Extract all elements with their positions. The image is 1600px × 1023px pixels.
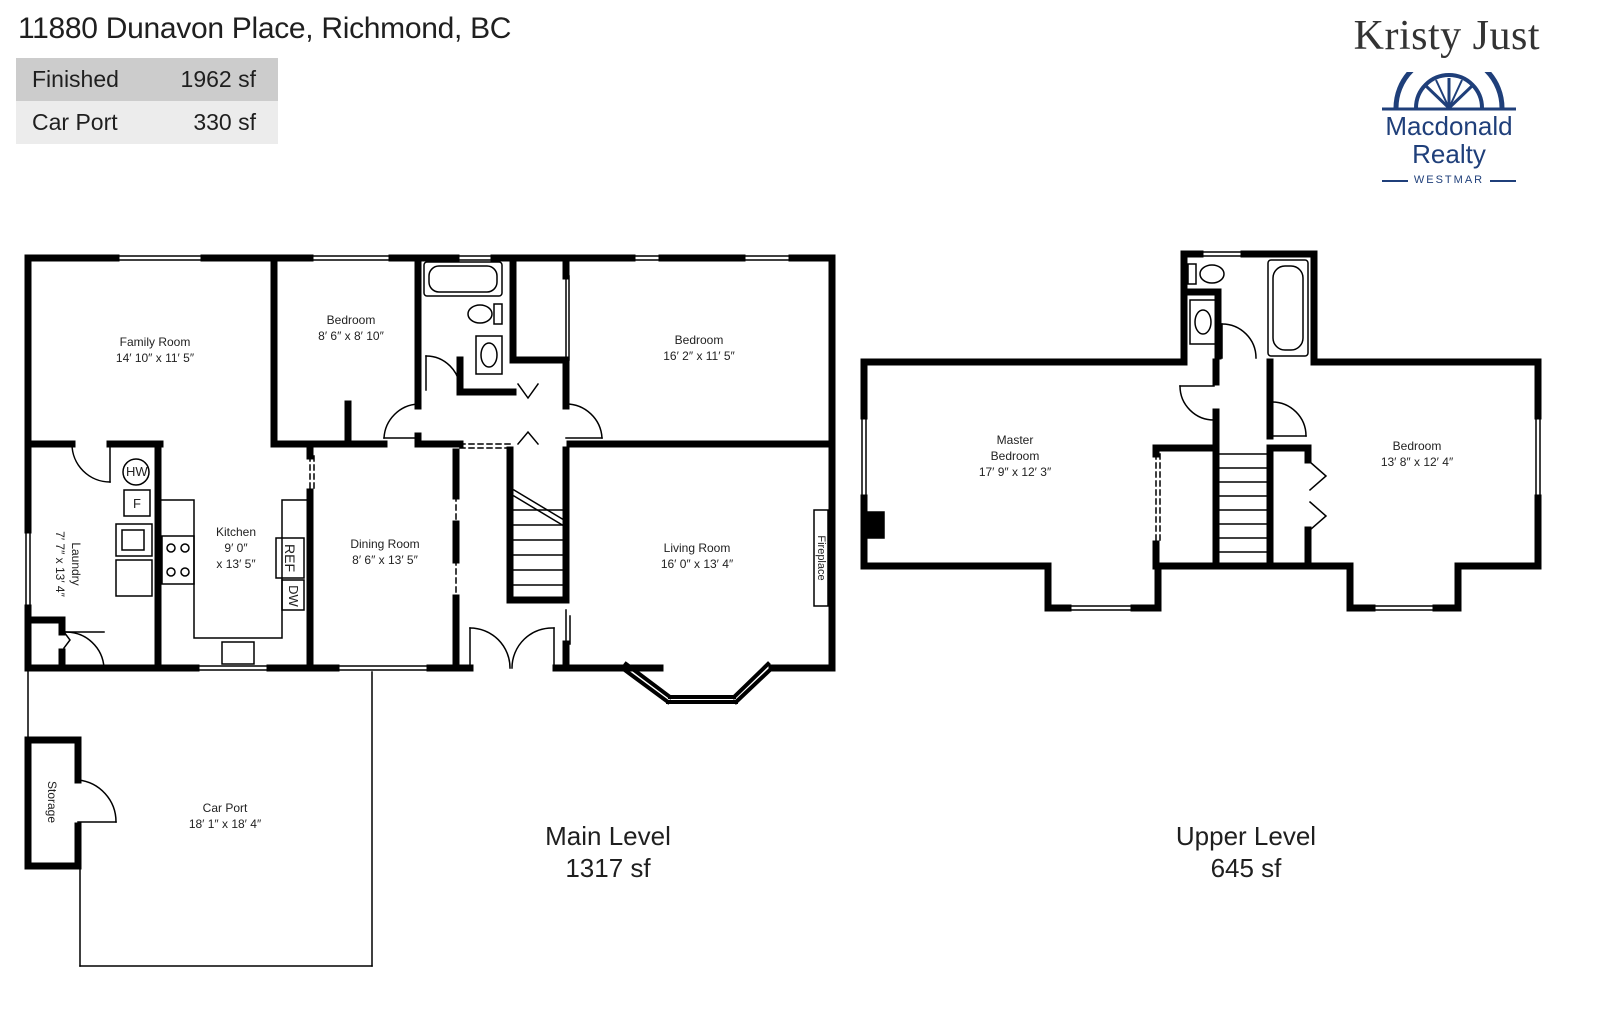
dishwasher-label: DW — [286, 585, 301, 607]
room-dims: 8′ 6″ x 8′ 10″ — [318, 329, 384, 343]
room-dims: 16′ 0″ x 13′ 4″ — [660, 557, 734, 571]
room-dims: 7′ 7″ x 13′ 4″ — [53, 531, 67, 597]
area-label: Car Port — [32, 109, 118, 135]
area-summary-table: Finished 1962 sf Car Port 330 sf — [16, 58, 278, 144]
page-title: 11880 Dunavon Place, Richmond, BC — [18, 12, 512, 45]
bay-window — [619, 661, 775, 705]
openings — [309, 443, 1161, 599]
room-name: Bedroom — [990, 449, 1040, 463]
area-row-finished: Finished 1962 sf — [16, 58, 278, 101]
carport-outline — [27, 609, 571, 967]
room-dims: 16′ 2″ x 11′ 5″ — [663, 349, 735, 363]
area-value: 1962 sf — [180, 66, 256, 92]
room-name: Bedroom — [1392, 439, 1442, 453]
room-name: Bedroom — [674, 333, 724, 347]
kitchen-fixtures — [115, 458, 885, 665]
brand-line-1: Macdonald — [1385, 111, 1513, 141]
room-dims: 8′ 6″ x 13′ 5″ — [352, 553, 418, 567]
room-living-room: Living Room 16′ 0″ x 13′ 4″ — [642, 540, 752, 572]
main-bath-fixtures — [423, 261, 503, 375]
level-area: 1317 sf — [565, 853, 651, 883]
room-name: Bedroom — [326, 313, 376, 327]
room-name: Dining Room — [350, 537, 420, 551]
room-storage: Storage — [44, 772, 60, 832]
room-kitchen: Kitchen 9′ 0″ x 13′ 5″ — [196, 524, 276, 572]
room-dims: 14′ 10″ x 11′ 5″ — [115, 351, 195, 365]
main-level-walls — [24, 254, 836, 870]
room-dims: x 13′ 5″ — [216, 557, 256, 571]
brand-logo: Macdonald Realty WESTMAR — [1374, 72, 1524, 186]
room-name: Car Port — [202, 801, 248, 815]
upper-level-walls — [860, 250, 1542, 612]
sunburst-logo-icon — [1382, 72, 1516, 111]
furnace-label: F — [133, 496, 141, 511]
windows — [25, 255, 793, 671]
main-level-label: Main Level 1317 sf — [488, 820, 728, 884]
door-swings — [62, 275, 603, 823]
upper-windows — [861, 251, 1541, 611]
water-heater-label: HW — [126, 464, 148, 479]
brand-line-3: WESTMAR — [1374, 174, 1524, 186]
room-dining-room: Dining Room 8′ 6″ x 13′ 5″ — [330, 536, 440, 568]
room-bedroom-small: Bedroom 8′ 6″ x 8′ 10″ — [296, 312, 406, 344]
room-name: Storage — [45, 780, 59, 824]
refrigerator-label: REF — [282, 544, 298, 572]
upper-doors — [1179, 323, 1328, 532]
room-dims: 13′ 8″ x 12′ 4″ — [1380, 455, 1454, 469]
brand-line-2: Realty — [1412, 139, 1486, 169]
main-stairs — [512, 488, 566, 586]
level-area: 645 sf — [1210, 853, 1282, 883]
room-bedroom-upper: Bedroom 13′ 8″ x 12′ 4″ — [1362, 438, 1472, 470]
level-name: Main Level — [545, 821, 671, 851]
area-row-carport: Car Port 330 sf — [16, 101, 278, 144]
area-label: Finished — [32, 66, 119, 92]
fireplace-label: Fireplace — [815, 535, 827, 581]
room-dims: 17′ 9″ x 12′ 3″ — [978, 465, 1052, 479]
room-master-bedroom: Master Bedroom 17′ 9″ x 12′ 3″ — [960, 432, 1070, 480]
room-family-room: Family Room 14′ 10″ x 11′ 5″ — [100, 334, 210, 366]
area-value: 330 sf — [193, 109, 256, 135]
room-name: Family Room — [119, 335, 191, 349]
room-bedroom-main: Bedroom 16′ 2″ x 11′ 5″ — [644, 332, 754, 364]
room-dims: 9′ 0″ — [224, 541, 248, 555]
room-car-port: Car Port 18′ 1″ x 18′ 4″ — [170, 800, 280, 832]
room-name: Laundry — [69, 542, 83, 586]
upper-stairs — [1219, 453, 1267, 553]
room-dims: 18′ 1″ x 18′ 4″ — [188, 817, 262, 831]
upper-level-label: Upper Level 645 sf — [1126, 820, 1366, 884]
room-name: Living Room — [663, 541, 731, 555]
level-name: Upper Level — [1175, 821, 1317, 851]
upper-bath-fixtures — [1187, 259, 1309, 357]
room-laundry: Laundry 7′ 7″ x 13′ 4″ — [52, 514, 84, 614]
room-name: Master — [996, 433, 1034, 447]
room-name: Kitchen — [215, 525, 257, 539]
agent-name: Kristy Just — [1353, 13, 1540, 59]
